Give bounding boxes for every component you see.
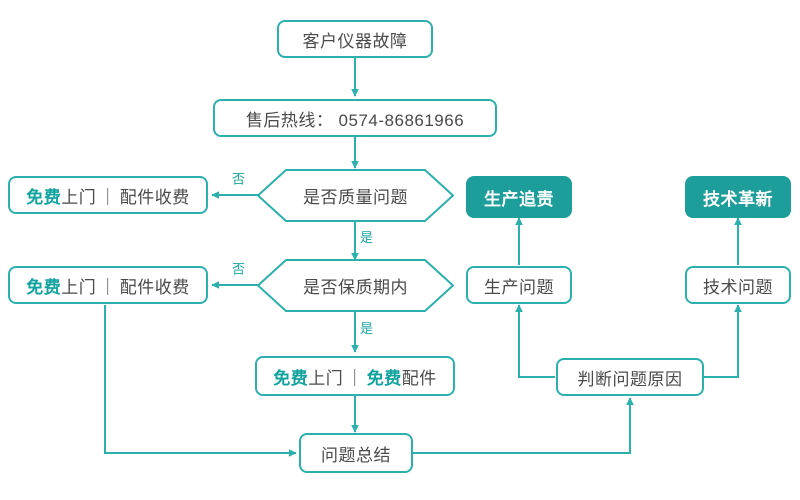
label-text: 配件收费 bbox=[119, 187, 190, 207]
label-separator: ｜ bbox=[346, 368, 364, 388]
node-paid-parts-2-label: 免费上门｜配件收费 bbox=[26, 273, 190, 298]
edge-label-quality-no: 否 bbox=[230, 172, 245, 185]
node-start[interactable]: 客户仪器故障 bbox=[277, 20, 433, 58]
label-highlight: 免费 bbox=[273, 368, 309, 388]
edge-diagnose-to-production bbox=[515, 304, 555, 378]
node-warranty-decision[interactable]: 是否保质期内 bbox=[256, 258, 455, 313]
node-hotline-label: 售后热线： 0574-86861966 bbox=[245, 110, 465, 130]
node-start-label: 客户仪器故障 bbox=[302, 31, 408, 51]
node-tech-innovation-label: 技术革新 bbox=[703, 189, 773, 209]
node-tech-problem[interactable]: 技术问题 bbox=[685, 266, 791, 304]
label-text: 配件收费 bbox=[119, 277, 190, 297]
label-separator: ｜ bbox=[99, 277, 117, 297]
node-problem-summary-label: 问题总结 bbox=[321, 445, 391, 465]
edge-label-warranty-yes: 是 bbox=[360, 321, 374, 336]
node-free-all-label: 免费上门｜免费配件 bbox=[273, 364, 437, 389]
label-separator: ｜ bbox=[99, 187, 117, 207]
node-hotline[interactable]: 售后热线： 0574-86861966 bbox=[213, 99, 497, 137]
label-highlight: 免费 bbox=[26, 187, 62, 207]
label-text: 上门 bbox=[308, 368, 344, 388]
node-quality-decision-label: 是否质量问题 bbox=[303, 188, 408, 207]
node-diagnose-cause[interactable]: 判断问题原因 bbox=[556, 358, 704, 396]
node-production-accountability[interactable]: 生产追责 bbox=[466, 176, 572, 218]
node-tech-problem-label: 技术问题 bbox=[703, 277, 773, 297]
node-tech-innovation[interactable]: 技术革新 bbox=[685, 176, 791, 218]
node-quality-decision[interactable]: 是否质量问题 bbox=[256, 168, 455, 223]
node-production-problem[interactable]: 生产问题 bbox=[466, 266, 572, 304]
node-warranty-decision-label: 是否保质期内 bbox=[303, 278, 408, 297]
node-problem-summary[interactable]: 问题总结 bbox=[299, 433, 413, 473]
node-paid-parts-1-label: 免费上门｜配件收费 bbox=[26, 183, 190, 208]
edge-label-warranty-no: 否 bbox=[230, 262, 245, 275]
node-paid-parts-2[interactable]: 免费上门｜配件收费 bbox=[8, 266, 208, 304]
label-text: 上门 bbox=[61, 187, 97, 207]
edge-label-quality-yes: 是 bbox=[360, 230, 374, 245]
hexagon-shape-quality bbox=[257, 169, 454, 222]
label-highlight: 免费 bbox=[366, 368, 402, 388]
node-production-problem-label: 生产问题 bbox=[484, 277, 554, 297]
edge-summary-to-diagnose bbox=[413, 397, 634, 454]
label-highlight: 免费 bbox=[26, 277, 62, 297]
hexagon-shape-warranty bbox=[257, 259, 454, 312]
node-diagnose-cause-label: 判断问题原因 bbox=[577, 369, 683, 389]
node-production-accountability-label: 生产追责 bbox=[484, 189, 554, 209]
node-free-all[interactable]: 免费上门｜免费配件 bbox=[255, 356, 455, 396]
label-text: 配件 bbox=[401, 368, 437, 388]
label-text: 上门 bbox=[61, 277, 97, 297]
node-paid-parts-1[interactable]: 免费上门｜配件收费 bbox=[8, 176, 208, 214]
edge-diagnose-to-tech bbox=[704, 304, 742, 378]
